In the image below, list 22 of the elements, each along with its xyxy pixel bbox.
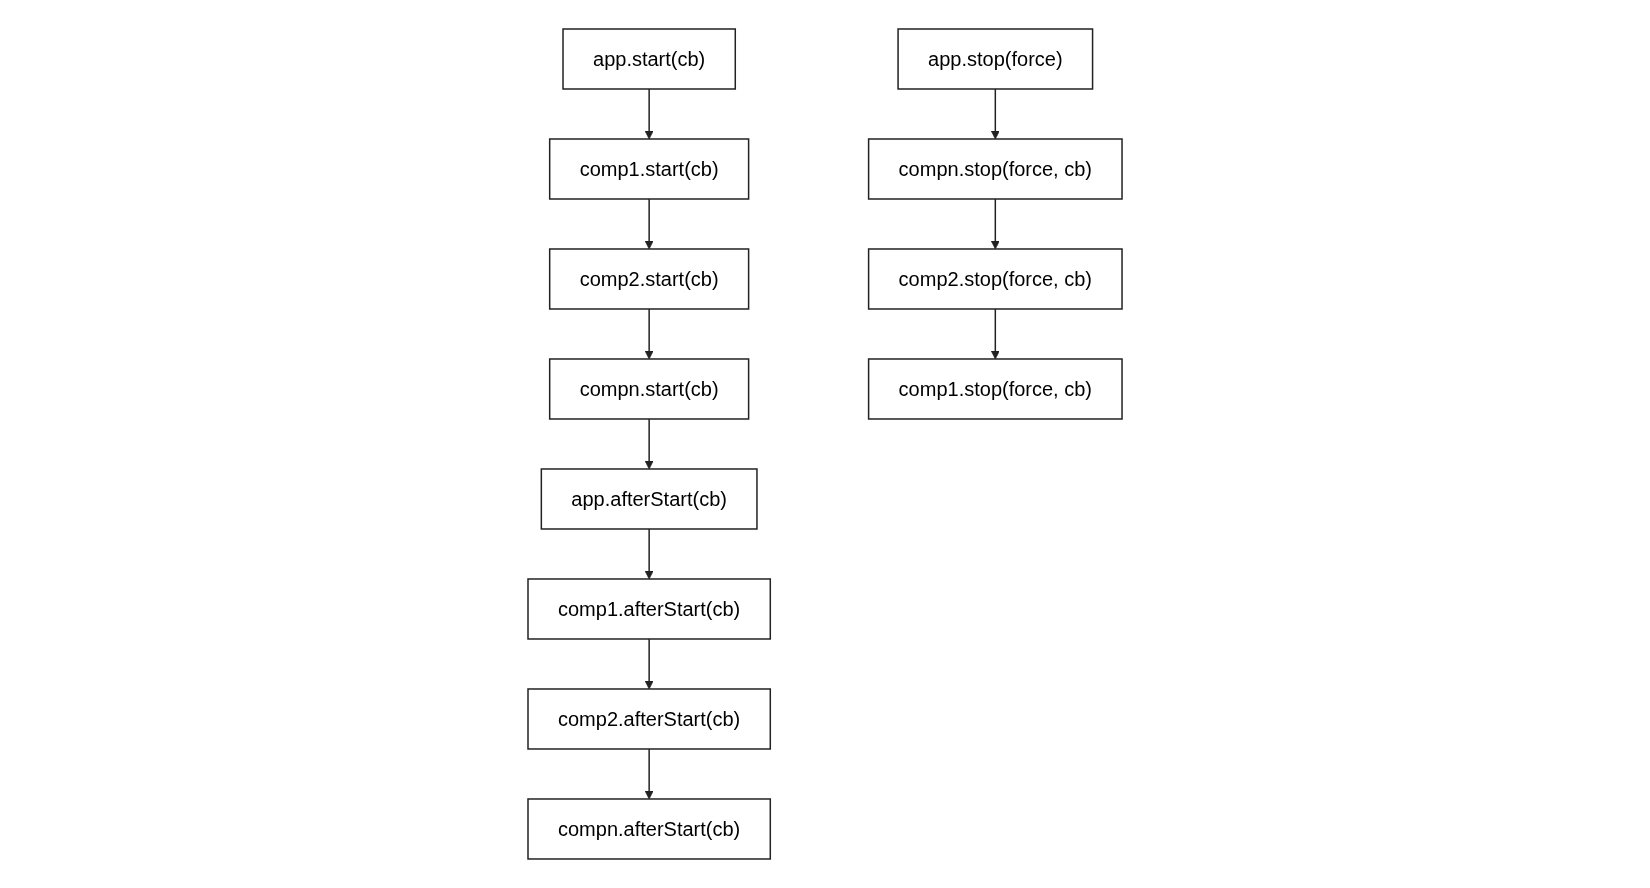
arrow xyxy=(644,88,654,140)
node-box: app.afterStart(cb) xyxy=(540,468,758,530)
node-box: compn.afterStart(cb) xyxy=(527,798,772,860)
arrow xyxy=(990,308,1000,360)
arrow xyxy=(990,198,1000,250)
node-box: comp1.stop(force, cb) xyxy=(867,358,1123,420)
node-box: comp2.stop(force, cb) xyxy=(867,248,1123,310)
node-box: compn.start(cb) xyxy=(548,358,750,420)
arrow xyxy=(644,418,654,470)
arrow xyxy=(644,528,654,580)
arrow xyxy=(644,308,654,360)
node-box: compn.stop(force, cb) xyxy=(867,138,1123,200)
arrow xyxy=(644,638,654,690)
arrow xyxy=(644,748,654,800)
node-box: app.stop(force) xyxy=(897,28,1094,90)
arrow xyxy=(644,198,654,250)
node-box: comp1.start(cb) xyxy=(548,138,750,200)
node-box: comp2.start(cb) xyxy=(548,248,750,310)
node-box: app.start(cb) xyxy=(562,28,736,90)
node-box: comp2.afterStart(cb) xyxy=(527,688,772,750)
node-box: comp1.afterStart(cb) xyxy=(527,578,772,640)
arrow xyxy=(990,88,1000,140)
